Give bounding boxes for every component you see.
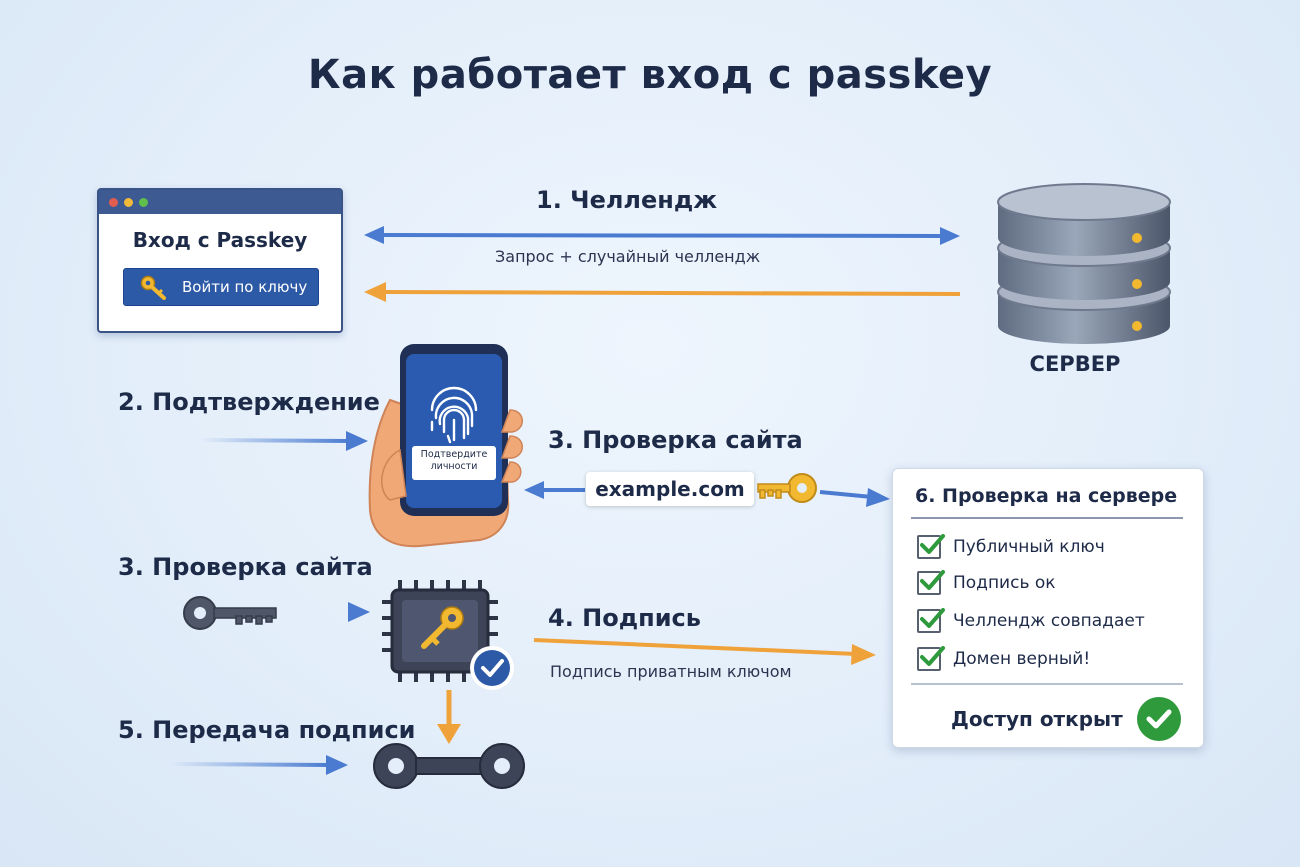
access-granted-label: Доступ открыт	[951, 707, 1123, 731]
close-dot-icon	[109, 197, 118, 207]
step-4-note: Подпись приватным ключом	[550, 662, 792, 681]
step-4-label: 4. Подпись	[548, 604, 701, 632]
success-check-icon	[1136, 697, 1181, 741]
check-item-label: Домен верный!	[953, 649, 1091, 669]
gold-key-icon	[757, 473, 817, 503]
step-2-label: 2. Подтверждение	[118, 388, 380, 416]
panel-divider-top	[911, 517, 1183, 519]
confirm-arrow	[199, 431, 368, 451]
check-item-label: Подпись ок	[953, 573, 1056, 593]
secure-chip-icon	[382, 580, 514, 690]
server-label: СЕРВЕР	[1029, 352, 1121, 376]
check-item-domain: Домен верный!	[917, 646, 1091, 671]
check-item-challenge: Челлендж совпадает	[917, 608, 1145, 633]
check-item-label: Челлендж совпадает	[953, 611, 1145, 631]
phone-prompt: Подтвердите личности	[412, 449, 496, 473]
login-heading: Вход с Passkey	[132, 228, 308, 252]
check-item-signature: Подпись ок	[917, 570, 1056, 595]
checkbox-icon	[917, 608, 945, 633]
access-granted-row: Доступ открыт	[951, 697, 1181, 741]
server-check-title: 6. Проверка на сервере	[915, 485, 1178, 507]
checkbox-icon	[917, 534, 945, 559]
chip-down-arrow	[437, 690, 461, 744]
phone-prompt-line1: Подтвердите	[420, 449, 488, 460]
server-check-panel: 6. Проверка на сервере Публичный ключ По…	[892, 468, 1204, 748]
key-icon	[140, 275, 166, 300]
signature-key-icon	[373, 743, 525, 789]
checkbox-icon	[917, 646, 945, 671]
sign-arrow	[533, 638, 876, 665]
browser-window: Вход с Passkey Войти по ключу	[97, 188, 343, 333]
panel-divider-bottom	[911, 683, 1183, 685]
phone-in-hand-icon	[368, 344, 523, 548]
transfer-arrow	[169, 755, 348, 775]
site-check-arrow	[524, 481, 890, 507]
check-item-label: Публичный ключ	[953, 537, 1105, 557]
minimize-dot-icon	[124, 197, 133, 207]
step-3-label-chip: 3. Проверка сайта	[118, 553, 373, 581]
step-1-label: 1. Челлендж	[536, 186, 718, 214]
challenge-response-arrow	[364, 282, 961, 302]
gray-key-icon	[183, 596, 277, 630]
checkbox-icon	[917, 570, 945, 595]
passkey-login-button[interactable]: Войти по ключу	[123, 268, 319, 306]
page-title: Как работает вход с passkey	[307, 52, 993, 98]
step-1-note: Запрос + случайный челлендж	[495, 247, 761, 266]
phone-prompt-line2: личности	[430, 461, 478, 472]
domain-tag: example.com	[586, 472, 754, 506]
server-icon	[997, 183, 1171, 344]
challenge-request-arrow	[364, 226, 960, 245]
maximize-dot-icon	[139, 197, 148, 207]
step-5-label: 5. Передача подписи	[118, 716, 416, 744]
check-item-public-key: Публичный ключ	[917, 534, 1105, 559]
key-to-chip-arrow	[282, 602, 370, 622]
browser-titlebar	[99, 190, 341, 214]
step-3-label-phone: 3. Проверка сайта	[548, 426, 803, 454]
login-button-label: Войти по ключу	[182, 278, 308, 296]
